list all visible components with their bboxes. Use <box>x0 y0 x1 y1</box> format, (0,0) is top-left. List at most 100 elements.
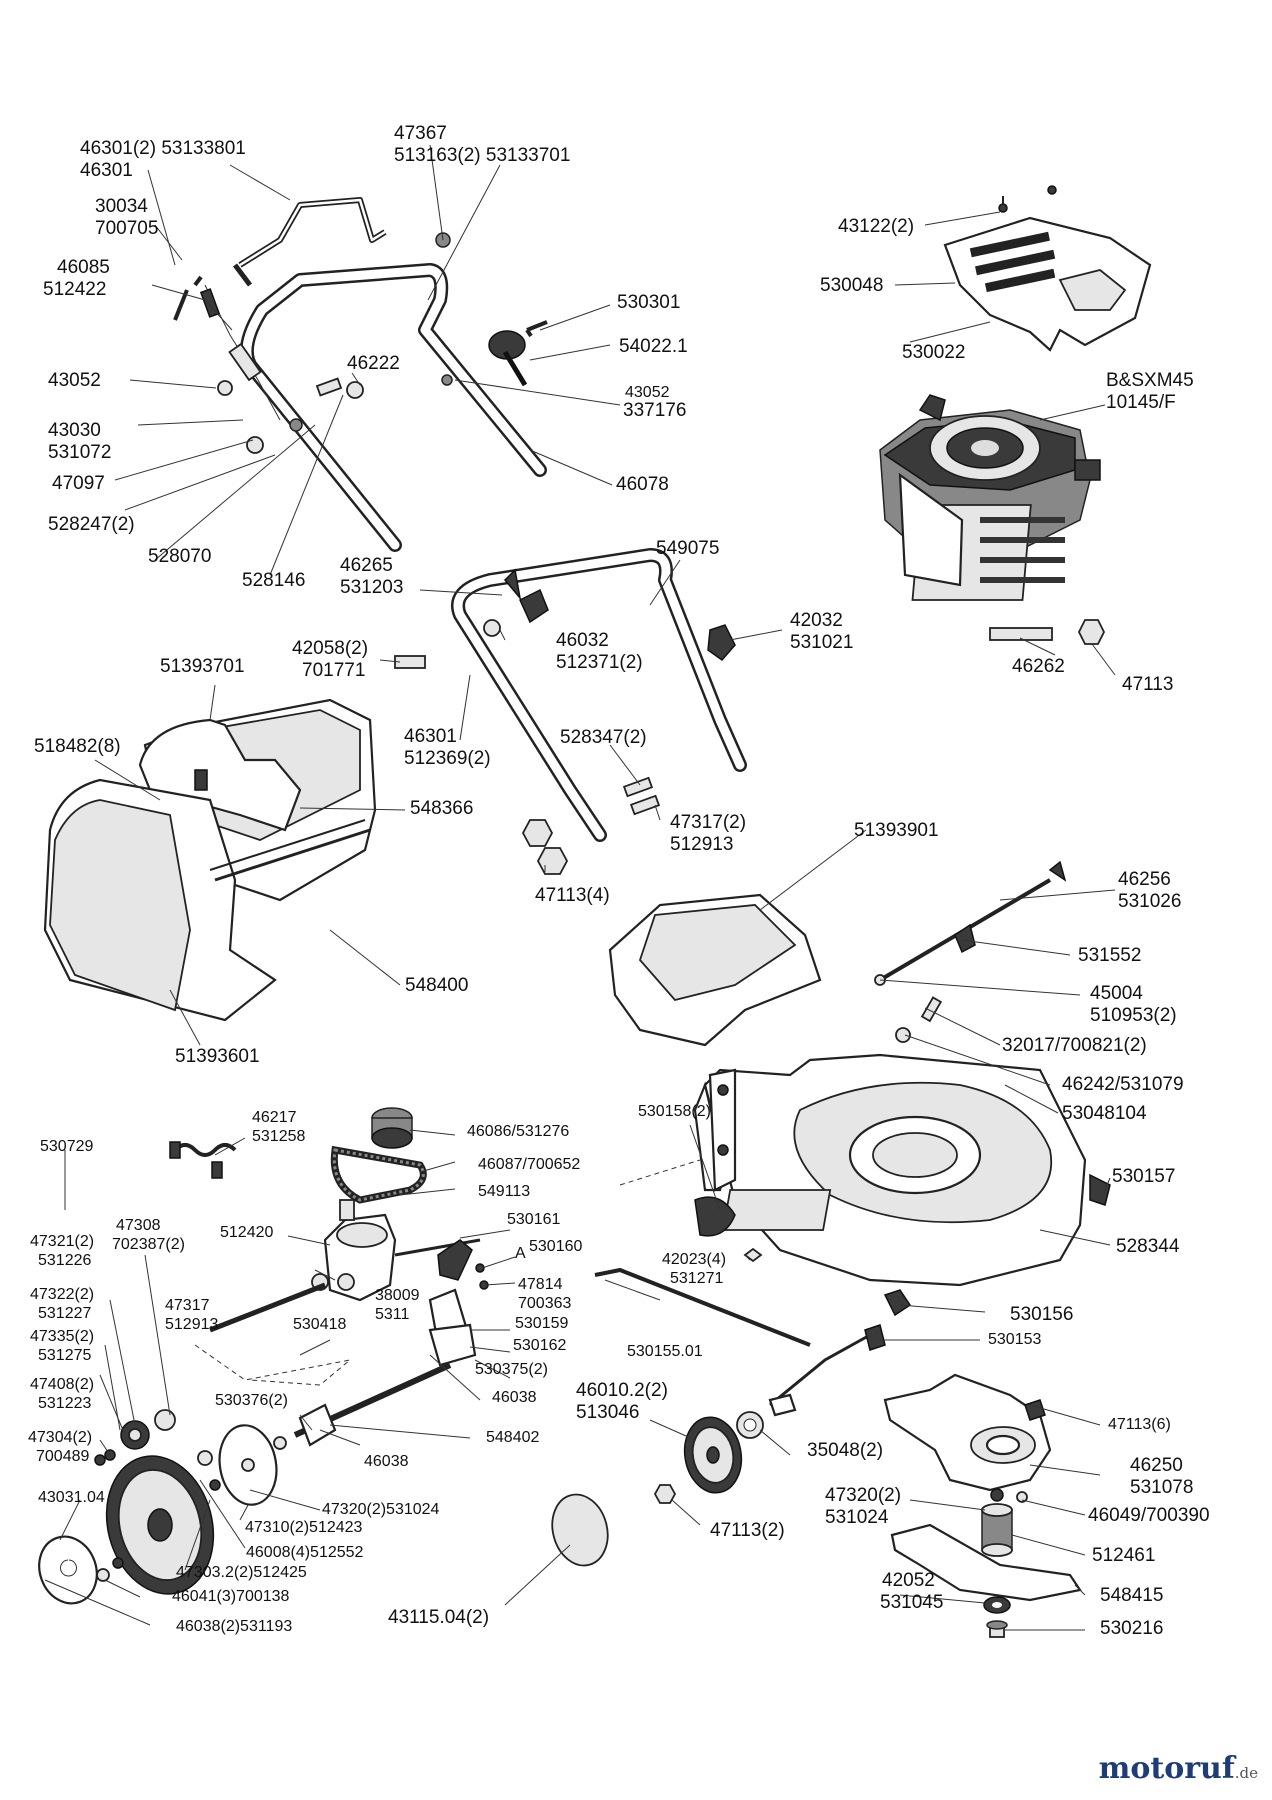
engine-bolts <box>989 619 1106 645</box>
callout-337176: 337176 <box>623 400 687 421</box>
callout-530301: 530301 <box>617 292 681 313</box>
callout-530022: 530022 <box>902 342 966 363</box>
callout-46038-531193: 46038(2)531193 <box>176 1618 293 1635</box>
lower-handle <box>451 548 747 842</box>
callout-43115-04: 43115.04(2) <box>388 1607 490 1628</box>
callout-47320-531024-left: 47320(2)531024 <box>322 1501 440 1518</box>
callout-46262: 46262 <box>1012 656 1065 677</box>
callout-35048: 35048(2) <box>807 1440 884 1461</box>
callout-47310-512423: 47310(2)512423 <box>245 1519 363 1536</box>
callout-530376: 530376(2) <box>215 1392 288 1409</box>
callout-51393901: 51393901 <box>854 820 939 841</box>
callout-530162: 530162 <box>513 1337 567 1354</box>
callout-47113-6: 47113(6) <box>1108 1416 1171 1433</box>
height-adjust-rod <box>768 1324 886 1417</box>
callout-47097: 47097 <box>52 473 105 494</box>
callout-43052-left: 43052 <box>48 370 101 391</box>
belt-dashes <box>194 1159 701 1386</box>
blade-adapter-housing <box>883 1373 1052 1492</box>
lever-rod-530155 <box>594 1267 811 1347</box>
blade-washer-bolt <box>983 1596 1011 1638</box>
callout-512420: 512420 <box>220 1224 274 1241</box>
callout-46010-513046: 46010.2(2)513046 <box>576 1380 668 1423</box>
rear-discharge-flap <box>608 893 822 1047</box>
callout-47320-531024-right: 47320(2)531024 <box>825 1485 902 1528</box>
blade-adapter <box>981 1488 1028 1557</box>
wheel-gear-parts <box>94 1409 221 1491</box>
callout-528146: 528146 <box>242 570 306 591</box>
callout-512461: 512461 <box>1092 1545 1156 1566</box>
callout-530155-01: 530155.01 <box>627 1343 703 1360</box>
callout-548415: 548415 <box>1100 1585 1164 1606</box>
drive-spring <box>169 1141 237 1179</box>
callout-47408-531223: 47408(2)531223 <box>30 1376 95 1412</box>
engagement-lever <box>428 1239 489 1367</box>
callout-47304-700489: 47304(2)700489 <box>28 1429 93 1465</box>
callout-46078: 46078 <box>616 474 669 495</box>
callout-46038-lower: 46038 <box>364 1453 409 1470</box>
drive-shaft-upper <box>209 1238 481 1333</box>
callout-54022-1: 54022.1 <box>619 336 688 357</box>
cutting-blade <box>890 1523 1082 1602</box>
callout-530158: 530158(2) <box>638 1103 711 1120</box>
flap-bolts <box>895 996 943 1043</box>
rear-drive-wheel <box>105 1455 215 1595</box>
callout-528247: 528247(2) <box>48 514 135 535</box>
callout-46242-531079: 46242/531079 <box>1062 1074 1184 1095</box>
callout-53048104: 53048104 <box>1062 1103 1147 1124</box>
callout-528347: 528347(2) <box>560 727 647 748</box>
drive-belt <box>330 1145 427 1204</box>
callout-43122: 43122(2) <box>838 216 915 237</box>
callout-46087-700652: 46087/700652 <box>478 1156 581 1173</box>
drive-shaft-lower <box>293 1362 452 1447</box>
callout-32017-700821: 32017/700821(2) <box>1002 1035 1147 1056</box>
callout-530216: 530216 <box>1100 1618 1164 1639</box>
callout-46086-531276: 46086/531276 <box>467 1123 570 1140</box>
callout-51393601: 51393601 <box>175 1046 260 1067</box>
callout-43052-right: 43052 <box>625 384 670 401</box>
callout-548366: 548366 <box>410 798 474 819</box>
callout-47113-2: 47113(2) <box>710 1520 785 1541</box>
callout-528344: 528344 <box>1116 1236 1180 1257</box>
mower-deck <box>693 1053 1087 1287</box>
callout-47321-531226: 47321(2)531226 <box>30 1233 95 1269</box>
callout-549075: 549075 <box>656 538 720 559</box>
callout-530159: 530159 <box>515 1315 569 1332</box>
callout-47322-531227: 47322(2)531227 <box>30 1286 95 1322</box>
callout-47317-512913: 47317(2)512913 <box>670 812 747 855</box>
handle-cross-bracket <box>233 197 387 287</box>
callout-42023-531271: 42023(4)531271 <box>662 1251 727 1287</box>
engine-assembly <box>879 394 1101 601</box>
wheel-small-nuts <box>96 1557 124 1582</box>
flap-rod <box>874 860 1067 986</box>
catcher-rod-bars <box>209 819 371 882</box>
grass-catcher-bag <box>43 778 277 1022</box>
callout-46008-512552: 46008(4)512552 <box>246 1544 364 1561</box>
motoruf-watermark-logo: motoruf.de <box>1098 1751 1258 1786</box>
callout-530418: 530418 <box>293 1316 347 1333</box>
callout-46222: 46222 <box>347 353 400 374</box>
callout-549113: 549113 <box>478 1183 531 1200</box>
deck-clamps <box>694 1173 1111 1317</box>
callout-51393701: 51393701 <box>160 656 245 677</box>
hubcap-43031 <box>38 1535 98 1605</box>
gearbox <box>311 1199 397 1302</box>
callout-47303-512425: 47303.2(2)512425 <box>176 1564 307 1581</box>
